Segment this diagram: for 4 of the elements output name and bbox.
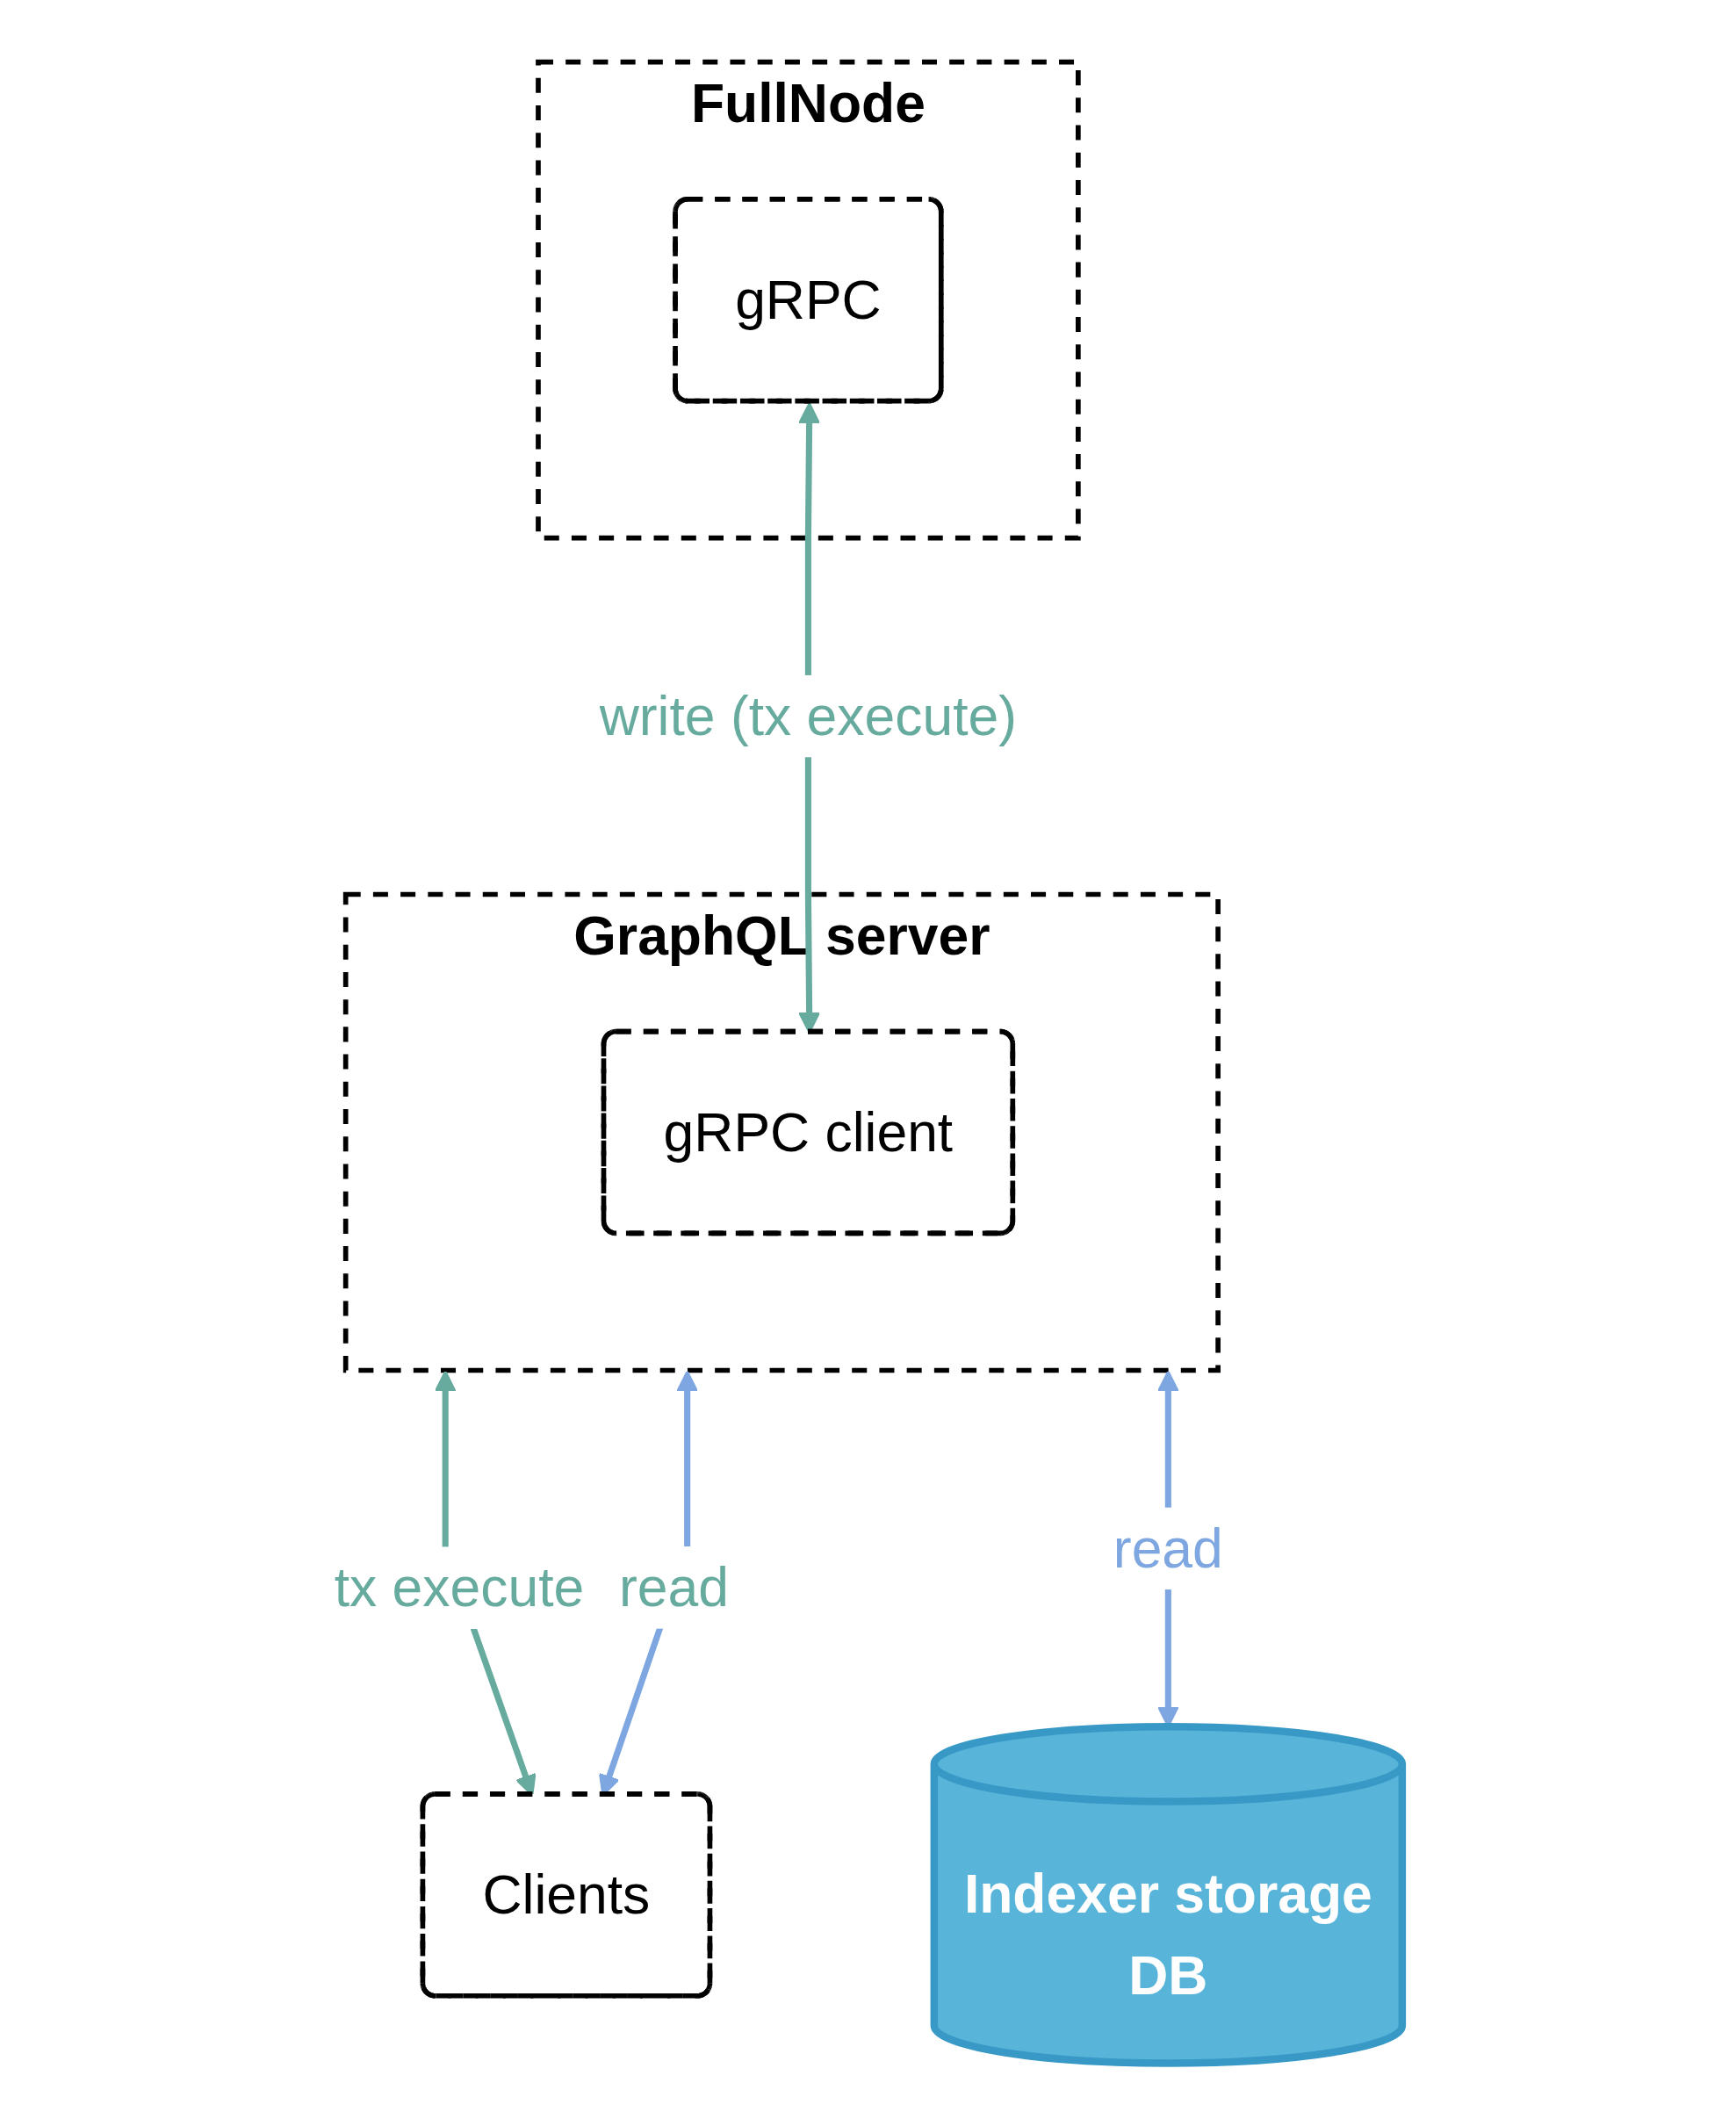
edge-label: read: [1113, 1517, 1223, 1581]
edge-label: tx execute: [334, 1557, 584, 1620]
edge-label: write (tx execute): [599, 685, 1017, 748]
edge-label: read: [618, 1556, 729, 1619]
